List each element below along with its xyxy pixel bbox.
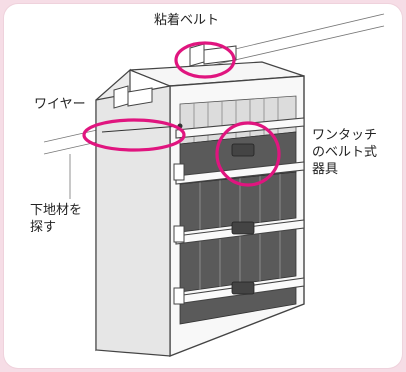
shelf-2: [179, 171, 297, 233]
highlights: [82, 41, 281, 187]
label-wire: ワイヤー: [34, 97, 86, 112]
cabinet-left: [95, 85, 171, 357]
label-adhesive-belt: 粘着ベルト: [154, 13, 220, 28]
highlight-adhesive-belt: [174, 41, 236, 79]
cabinet-illustration: [43, 13, 385, 358]
illustration-frame: 粘着ベルト ワイヤー 下地材を 探す ワンタッチ のベルト式 器具: [4, 4, 402, 368]
highlight-one-touch: [215, 121, 281, 187]
belt-buckles: [231, 143, 255, 295]
highlight-wire: [82, 118, 186, 152]
label-one-touch-belt: ワンタッチ のベルト式 器具: [312, 128, 378, 177]
wire-line: [101, 125, 181, 133]
side-clips: [173, 163, 185, 305]
label-find-base: 下地材を 探す: [30, 203, 83, 235]
